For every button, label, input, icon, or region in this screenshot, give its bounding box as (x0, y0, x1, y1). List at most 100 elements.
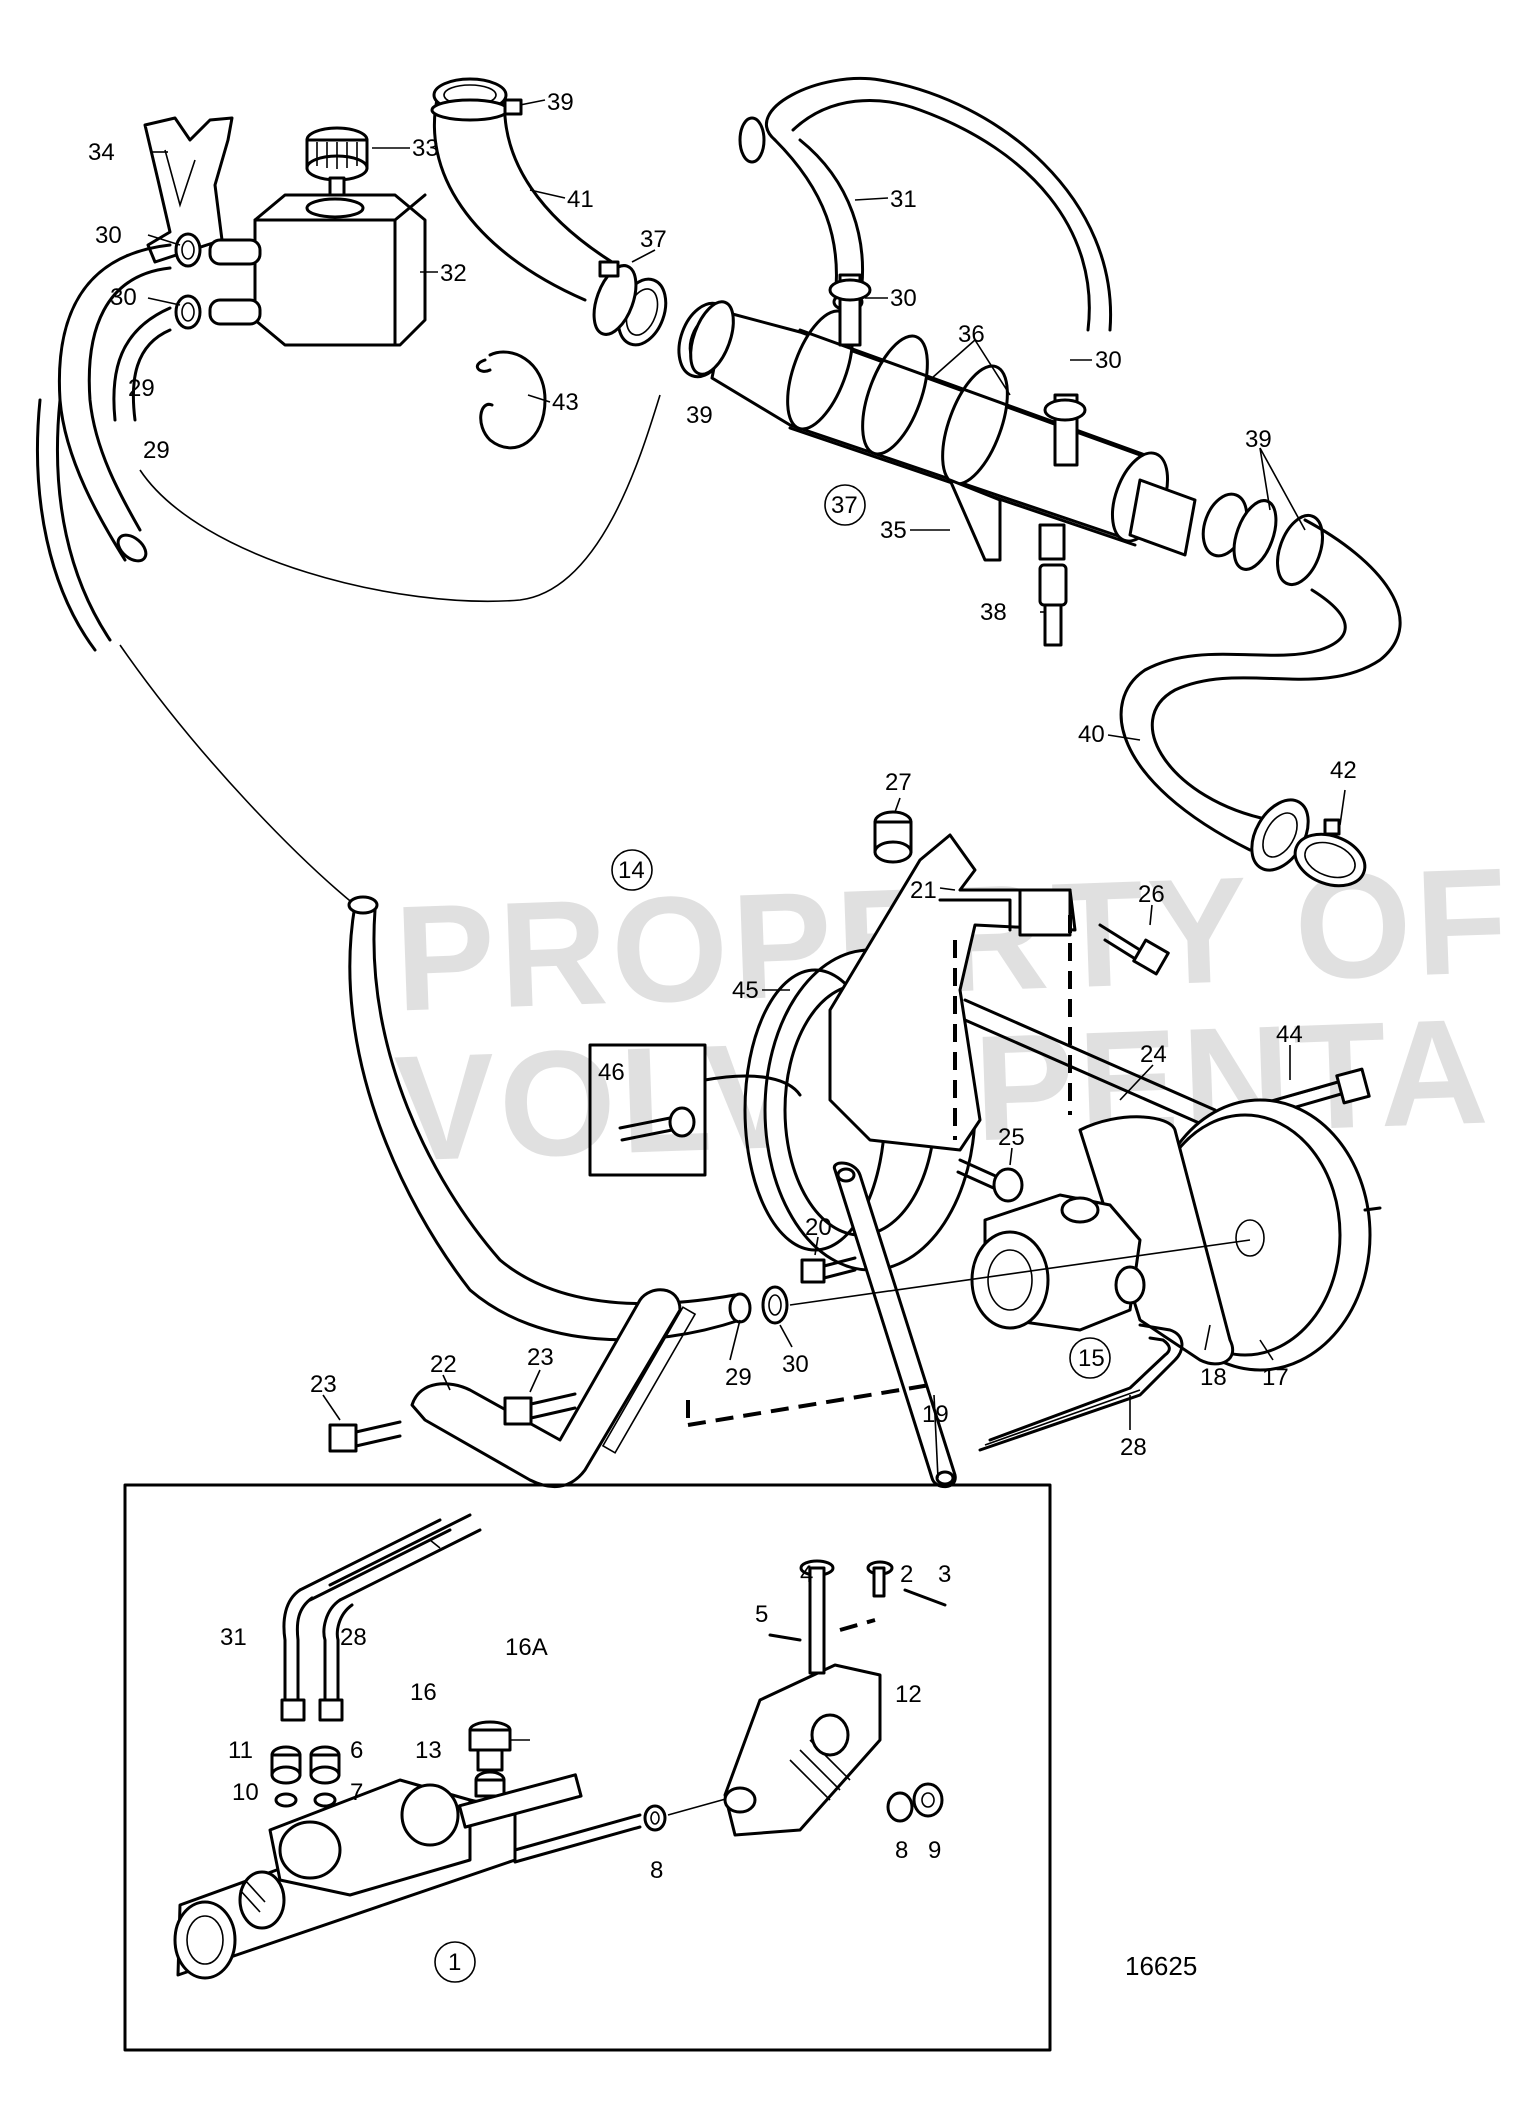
callout-27: 27 (885, 769, 912, 796)
callout-8: 8 (895, 1837, 908, 1864)
pressure-line-28 (978, 1323, 1184, 1452)
hose-continuation-line (119, 644, 356, 906)
callout-29: 29 (128, 375, 155, 402)
callout-circles (434, 484, 1111, 1983)
bolt-20 (800, 1256, 857, 1284)
inset-frame (123, 1483, 1052, 2052)
reservoir-bracket (143, 116, 234, 264)
belt-24 (963, 998, 1217, 1132)
callout-29: 29 (143, 437, 170, 464)
callout-12: 12 (895, 1681, 922, 1708)
callout-15: 15 (1078, 1345, 1105, 1372)
callout-46: 46 (598, 1059, 625, 1086)
inset-pin-2 (866, 1560, 894, 1598)
inset-cotter-pins (768, 1588, 947, 1642)
callout-33: 33 (412, 135, 439, 162)
cooler-nipples (1038, 523, 1068, 647)
callout-labels: 34 33 39 41 31 30 30 32 37 30 36 30 29 4… (88, 89, 1357, 1976)
callout-44: 44 (1276, 1021, 1303, 1048)
callout-36: 36 (958, 321, 985, 348)
hose-31 (738, 77, 1113, 332)
inset-lines (280, 1513, 482, 1722)
callout-23: 23 (527, 1344, 554, 1371)
oil-cooler (677, 273, 1249, 562)
callout-26: 26 (1138, 881, 1165, 908)
hose-arc-line (139, 394, 661, 603)
callout-31: 31 (220, 1624, 247, 1651)
callout-45: 45 (732, 977, 759, 1004)
callout-39: 39 (1245, 426, 1272, 453)
callout-30: 30 (1095, 347, 1122, 374)
callout-32: 32 (440, 260, 467, 287)
callout-18: 18 (1200, 1364, 1227, 1391)
callout-10: 10 (232, 1779, 259, 1806)
hose-40 (1119, 518, 1402, 872)
callout-37: 37 (831, 492, 858, 519)
hose-clamp-30e (761, 1285, 789, 1325)
hose-clamps-reservoir (174, 232, 202, 330)
callout-14: 14 (618, 857, 645, 884)
callout-9: 9 (928, 1837, 941, 1864)
spacer-27 (873, 810, 913, 864)
bracket-21 (828, 833, 1077, 1152)
callout-41: 41 (567, 186, 594, 213)
callout-7: 7 (350, 1779, 363, 1806)
hose-clamps-cooler (689, 278, 1324, 587)
callout-20: 20 (805, 1214, 832, 1241)
callout-37: 37 (640, 226, 667, 253)
callout-31: 31 (890, 186, 917, 213)
adjuster-bolt-25 (956, 1158, 1024, 1203)
callout-28: 28 (1120, 1434, 1147, 1461)
callout-42: 42 (1330, 757, 1357, 784)
callout-39: 39 (547, 89, 574, 116)
bolt-46-inset (588, 1043, 802, 1177)
callout-30: 30 (890, 285, 917, 312)
drawing-number: 16625 (1125, 1951, 1197, 1981)
callout-28: 28 (340, 1624, 367, 1651)
inset-plug-16 (468, 1720, 530, 1798)
inset-fittings (270, 1745, 341, 1808)
hose-clamp-39a (430, 98, 523, 122)
bolts-23 (328, 1392, 577, 1453)
callout-5: 5 (755, 1601, 768, 1628)
callout-30: 30 (95, 222, 122, 249)
callout-23: 23 (310, 1371, 337, 1398)
hose-clamp-42 (1293, 818, 1367, 888)
callout-11: 11 (228, 1737, 253, 1764)
callout-24: 24 (1140, 1041, 1167, 1068)
inset-cylinder-1 (173, 1773, 642, 1980)
callout-39: 39 (686, 402, 713, 429)
pump-axis-line (789, 1239, 1251, 1306)
callout-3: 3 (938, 1561, 951, 1588)
callout-leaders (147, 99, 1346, 1549)
callout-30: 30 (110, 284, 137, 311)
callout-25: 25 (998, 1124, 1025, 1151)
snap-ring (475, 350, 547, 450)
power-steering-pump (970, 1193, 1146, 1332)
callout-19: 19 (922, 1401, 949, 1428)
plate-18 (1078, 1115, 1235, 1366)
inset-washer-8b (643, 1804, 667, 1832)
brace-dashed-line (686, 1383, 931, 1427)
callout-13: 13 (415, 1737, 442, 1764)
callout-22: 22 (430, 1351, 457, 1378)
callout-2: 2 (900, 1561, 913, 1588)
bolt-26 (1098, 923, 1170, 976)
callout-16: 16 (410, 1679, 437, 1706)
callout-34: 34 (88, 139, 115, 166)
callout-4: 4 (800, 1561, 813, 1588)
callout-21: 21 (910, 877, 937, 904)
callout-29: 29 (725, 1364, 752, 1391)
callout-43: 43 (552, 389, 579, 416)
callout-35: 35 (880, 517, 907, 544)
callout-40: 40 (1078, 721, 1105, 748)
callout-38: 38 (980, 599, 1007, 626)
inset-pin-4 (799, 1559, 835, 1675)
callout-8: 8 (650, 1857, 663, 1884)
callout-6: 6 (350, 1737, 363, 1764)
hose-clamp-37a (592, 260, 638, 336)
return-hose-left (35, 243, 172, 652)
reservoir-tank (208, 193, 427, 347)
callout-17: 17 (1262, 1364, 1289, 1391)
